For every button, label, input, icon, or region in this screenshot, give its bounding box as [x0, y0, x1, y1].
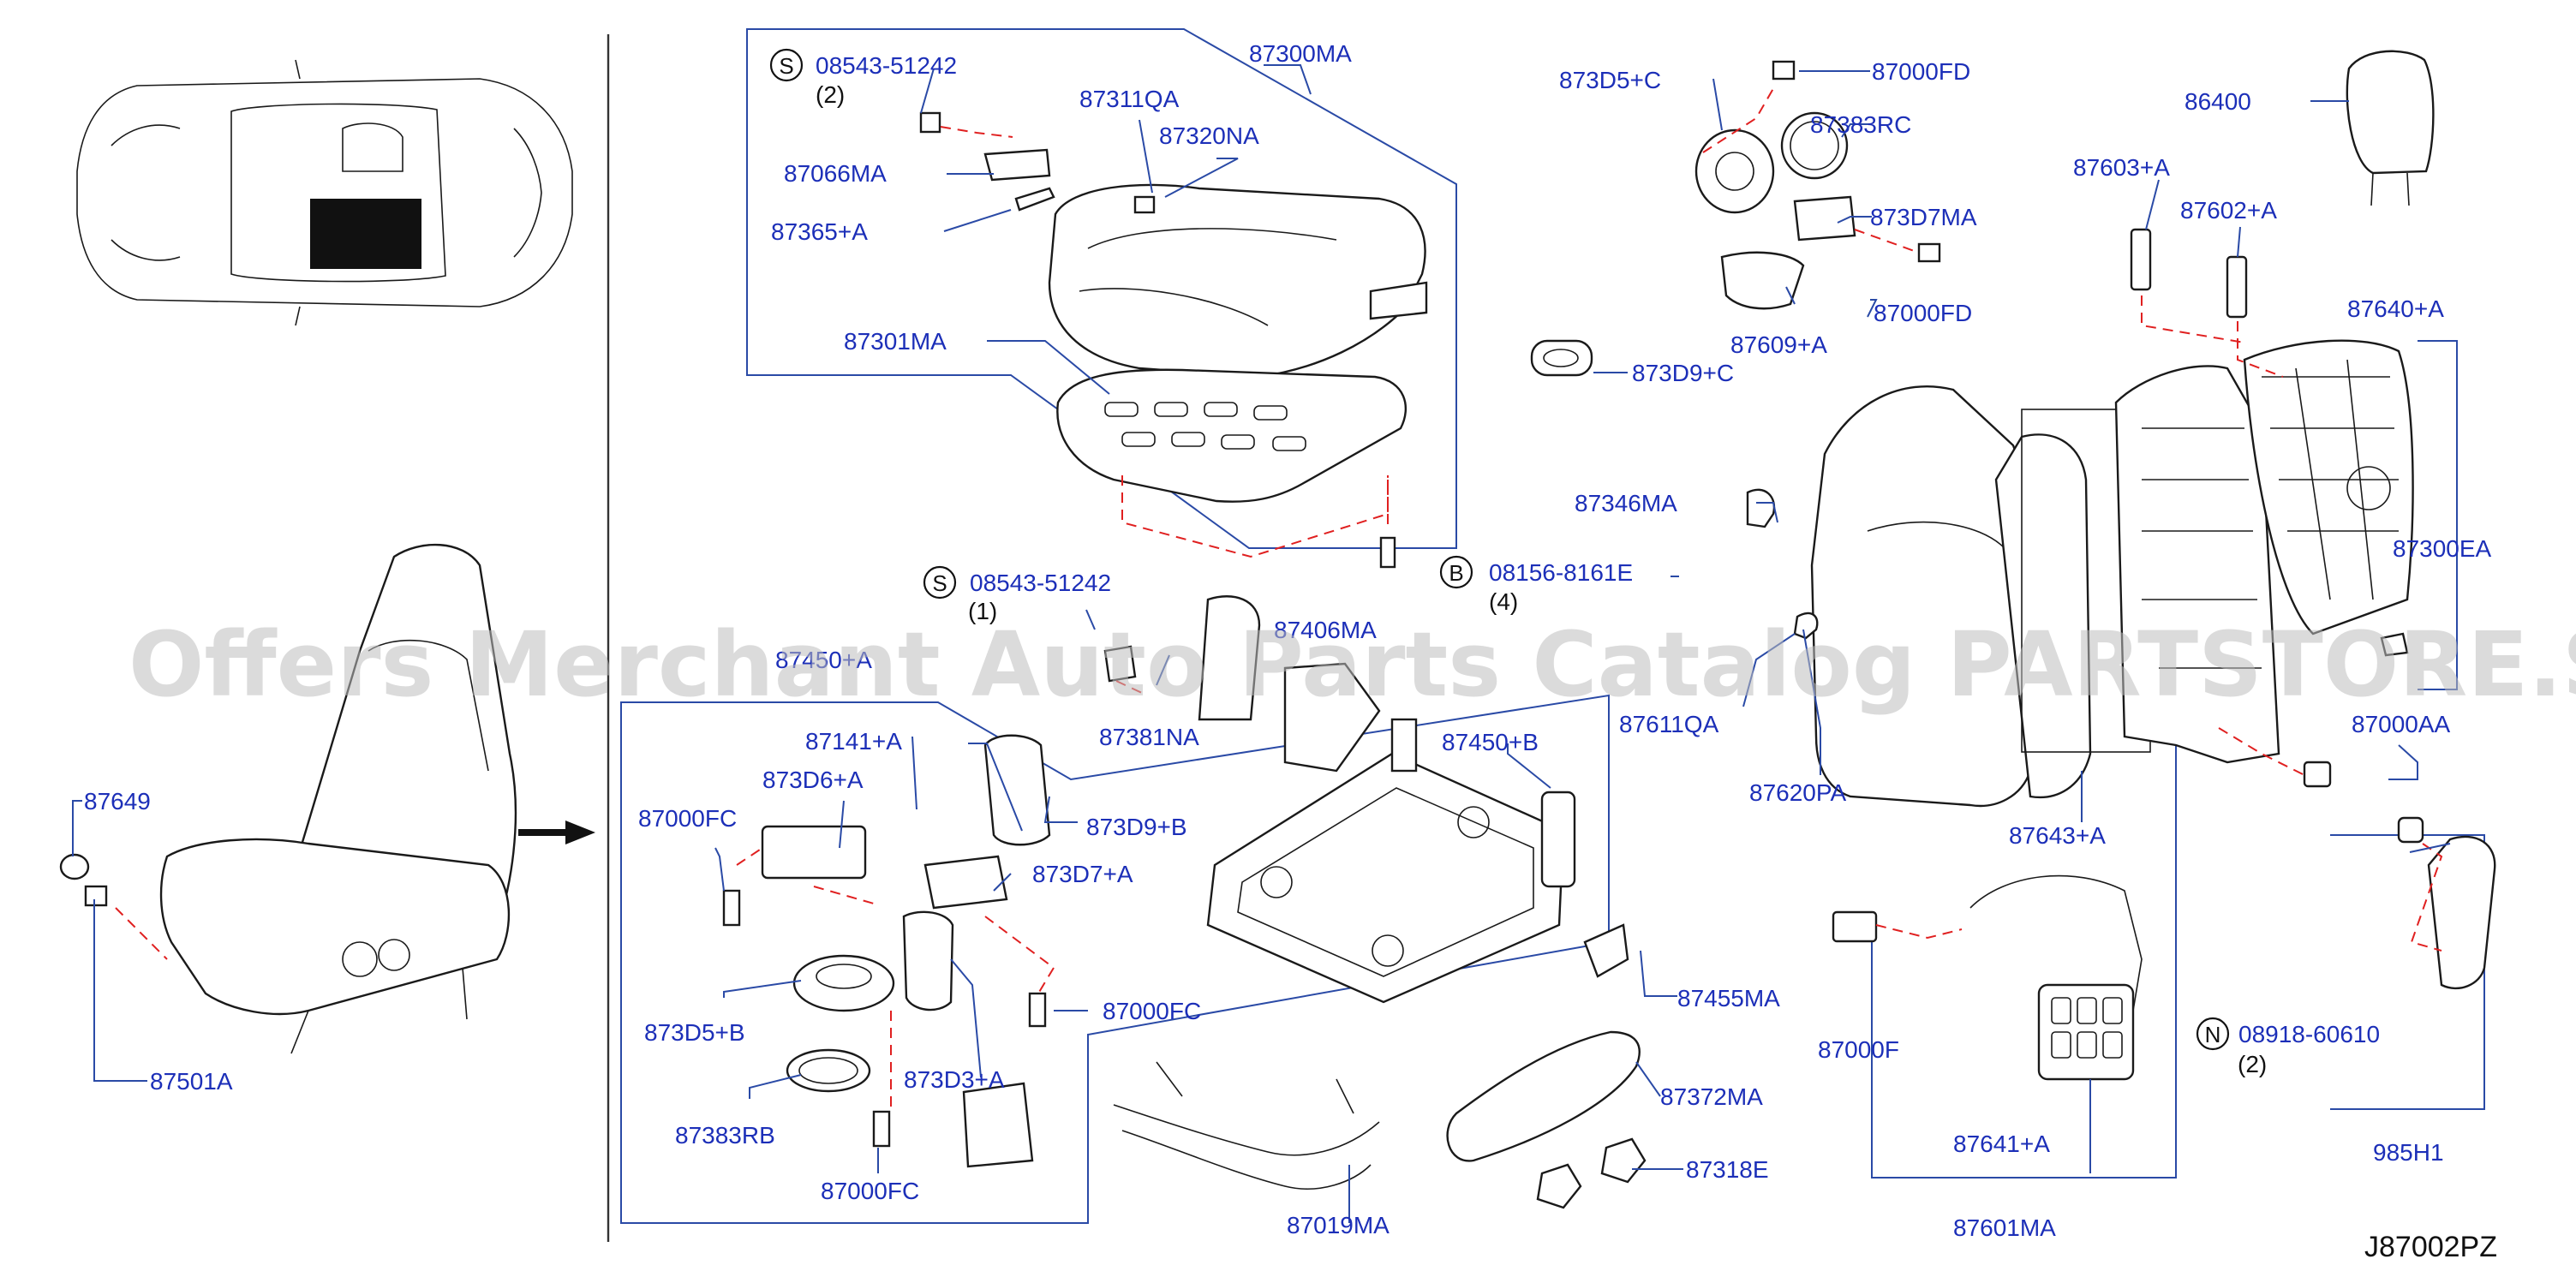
label-873D6A: 873D6+A: [762, 767, 864, 793]
label-87300EA: 87300EA: [2393, 535, 2492, 562]
watermark: Offers Merchant Auto Parts Catalog PARTS…: [129, 612, 2576, 717]
svg-text:B: B: [1449, 560, 1463, 586]
svg-text:S: S: [779, 53, 793, 79]
label-s2-qty: (1): [968, 598, 997, 624]
label-873D5B: 873D5+B: [644, 1019, 745, 1046]
label-87450B: 87450+B: [1442, 729, 1539, 755]
label-87000FD-2: 87000FD: [1874, 300, 1972, 326]
seat-location-marker: [310, 199, 421, 269]
label-b-code: 08156-8161E: [1489, 559, 1633, 586]
label-87641A: 87641+A: [1953, 1131, 2050, 1157]
label-s2-code: 08543-51242: [970, 570, 1111, 596]
label-873D9C: 873D9+C: [1632, 360, 1734, 386]
label-873D7MA: 873D7MA: [1870, 204, 1977, 230]
label-873D5C: 873D5+C: [1559, 67, 1661, 93]
label-86400: 86400: [2185, 88, 2251, 115]
svg-text:S: S: [932, 570, 947, 596]
label-87620PA: 87620PA: [1749, 779, 1846, 806]
badge-s-2: S: [923, 565, 957, 600]
label-87609A: 87609+A: [1730, 331, 1827, 358]
label-87318E: 87318E: [1686, 1156, 1769, 1183]
motor-recliner-parts: [1530, 60, 1941, 377]
label-87601MA: 87601MA: [1953, 1214, 2056, 1241]
label-87066MA: 87066MA: [784, 160, 887, 187]
label-87602A: 87602+A: [2180, 197, 2277, 224]
bolt-icon: [1379, 536, 1396, 569]
label-s1-qty: (2): [816, 81, 845, 108]
label-87320NA: 87320NA: [1159, 122, 1259, 149]
label-87346MA: 87346MA: [1575, 490, 1677, 516]
label-87000FC-1: 87000FC: [638, 805, 737, 832]
leader-lines-left: [72, 800, 147, 1082]
label-873D7A: 873D7+A: [1032, 861, 1133, 887]
svg-text:N: N: [2205, 1022, 2221, 1047]
badge-b: B: [1439, 555, 1473, 589]
motor-and-gear-parts: [722, 734, 1051, 1168]
label-87643A: 87643+A: [2009, 822, 2106, 849]
label-87365A: 87365+A: [771, 218, 868, 245]
cushion-frame-illustration: [1056, 368, 1408, 503]
seat-cushion-illustration: [1048, 183, 1428, 379]
label-87000AA: 87000AA: [2352, 711, 2451, 737]
label-87000FD-1: 87000FD: [1872, 58, 1970, 85]
label-87000FC-2: 87000FC: [1103, 998, 1201, 1024]
label-873D3A: 873D3+A: [904, 1066, 1005, 1093]
label-87640A: 87640+A: [2347, 295, 2444, 322]
label-87611QA: 87611QA: [1619, 711, 1719, 737]
label-87381NA: 87381NA: [1099, 724, 1199, 750]
full-seat-illustration: [59, 543, 517, 1054]
label-87649: 87649: [84, 788, 151, 815]
label-87000FC-3: 87000FC: [821, 1178, 919, 1204]
label-b-qty: (4): [1489, 588, 1518, 615]
label-985H1: 985H1: [2373, 1139, 2444, 1166]
label-87301MA: 87301MA: [844, 328, 947, 355]
label-n-qty: (2): [2238, 1051, 2267, 1077]
label-87383RC: 87383RC: [1810, 111, 1911, 138]
label-873D9B: 873D9+B: [1086, 814, 1187, 840]
label-s1-code: 08543-51242: [816, 52, 957, 79]
label-87501A: 87501A: [150, 1068, 233, 1095]
label-87450A: 87450+A: [775, 647, 872, 673]
label-87311QA: 87311QA: [1079, 86, 1180, 112]
label-87455MA: 87455MA: [1677, 985, 1780, 1011]
car-overview-illustration: [76, 59, 573, 326]
label-n-code: 08918-60610: [2238, 1021, 2380, 1047]
part-labels: 87300MA 08543-51242 (2) 87311QA 87320NA …: [84, 40, 2492, 1241]
headrest-illustration: [2346, 50, 2435, 206]
dash-lines-cushion: [940, 126, 1389, 558]
label-87300MA: 87300MA: [1249, 40, 1352, 67]
label-87383RB: 87383RB: [675, 1122, 775, 1149]
label-87000F: 87000F: [1818, 1036, 1899, 1063]
figure-code: J87002PZ: [2364, 1231, 2497, 1263]
seat-adjuster-illustration: [1206, 718, 1576, 1004]
leader-lines: [714, 64, 2451, 1223]
badge-s-1: S: [769, 48, 804, 82]
label-87603A: 87603+A: [2073, 154, 2170, 181]
lumbar-and-side-parts: [1832, 727, 2496, 1081]
harness-and-covers: [1113, 1030, 1647, 1209]
label-87019MA: 87019MA: [1287, 1212, 1390, 1238]
seat-switch-parts: [919, 111, 1156, 214]
arrow-icon: [518, 820, 595, 844]
dash-lines-adjuster: [736, 680, 1145, 1113]
label-87406MA: 87406MA: [1274, 617, 1377, 643]
label-87141A: 87141+A: [805, 728, 902, 755]
seat-side-trim-parts: [1103, 595, 1629, 978]
seatback-cover-illustration: [1746, 339, 2414, 808]
badge-n: N: [2196, 1017, 2230, 1051]
headrest-guide-parts: [2130, 228, 2284, 378]
label-87372MA: 87372MA: [1660, 1083, 1763, 1110]
